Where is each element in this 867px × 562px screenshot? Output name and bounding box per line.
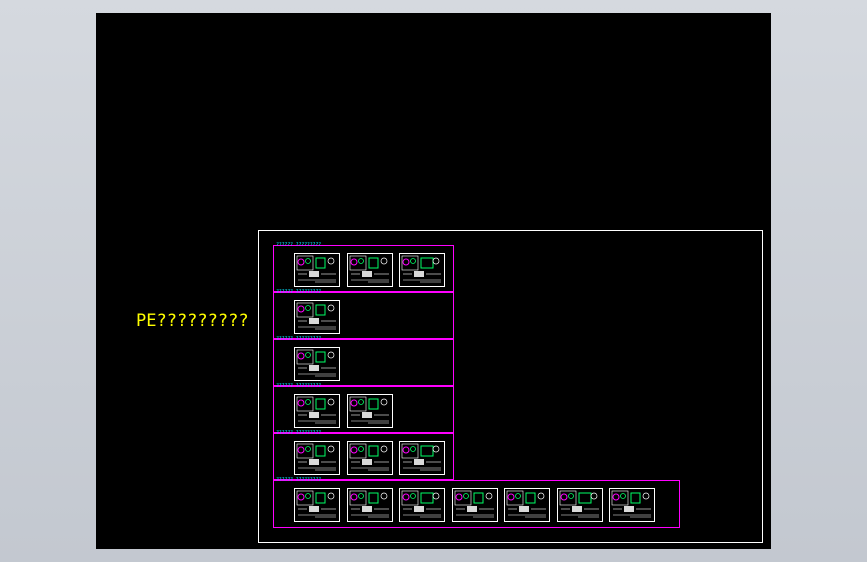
sheet-group-title: ?????? ?????????	[276, 430, 321, 436]
drawing-sheet-thumbnail[interactable]	[294, 253, 340, 287]
drawing-frame: ?????? ????????? ?????? ????????? ??????…	[258, 230, 763, 543]
sheet-group: ?????? ?????????	[273, 477, 680, 528]
sheet-group: ?????? ?????????	[273, 383, 454, 433]
drawing-sheet-thumbnail[interactable]	[399, 441, 445, 475]
drawing-sheet-thumbnail[interactable]	[609, 488, 655, 522]
drawing-sheet-thumbnail[interactable]	[294, 347, 340, 381]
drawing-sheet-thumbnail[interactable]	[399, 253, 445, 287]
drawing-sheet-thumbnail[interactable]	[399, 488, 445, 522]
drawing-sheet-thumbnail[interactable]	[556, 488, 603, 522]
sheet-group-title: ?????? ?????????	[276, 242, 321, 248]
drawing-sheet-thumbnail[interactable]	[294, 394, 340, 428]
drawing-sheet-thumbnail[interactable]	[294, 300, 340, 334]
sheet-group-title: ?????? ?????????	[276, 383, 321, 389]
drawing-canvas[interactable]: PE????????? ?????? ????????? ?????? ????…	[96, 13, 771, 549]
drawing-sheet-thumbnail[interactable]	[346, 253, 393, 287]
drawing-sheet-thumbnail[interactable]	[346, 441, 393, 475]
drawing-sheet-thumbnail[interactable]	[451, 488, 498, 522]
sheet-group-title: ?????? ?????????	[276, 289, 321, 295]
drawing-sheet-thumbnail[interactable]	[346, 488, 393, 522]
sheet-group: ?????? ?????????	[273, 242, 454, 292]
drawing-sheet-thumbnail[interactable]	[294, 441, 340, 475]
drawing-sheet-thumbnail[interactable]	[294, 488, 340, 522]
drawing-sheet-thumbnail[interactable]	[504, 488, 550, 522]
sheet-group-title: ?????? ?????????	[276, 477, 321, 483]
sheet-group: ?????? ?????????	[273, 430, 454, 480]
sheet-group: ?????? ?????????	[273, 289, 454, 339]
drawing-label: PE?????????	[136, 311, 249, 331]
sheet-group: ?????? ?????????	[273, 336, 454, 386]
sheet-group-title: ?????? ?????????	[276, 336, 321, 342]
drawing-sheet-thumbnail[interactable]	[346, 394, 393, 428]
